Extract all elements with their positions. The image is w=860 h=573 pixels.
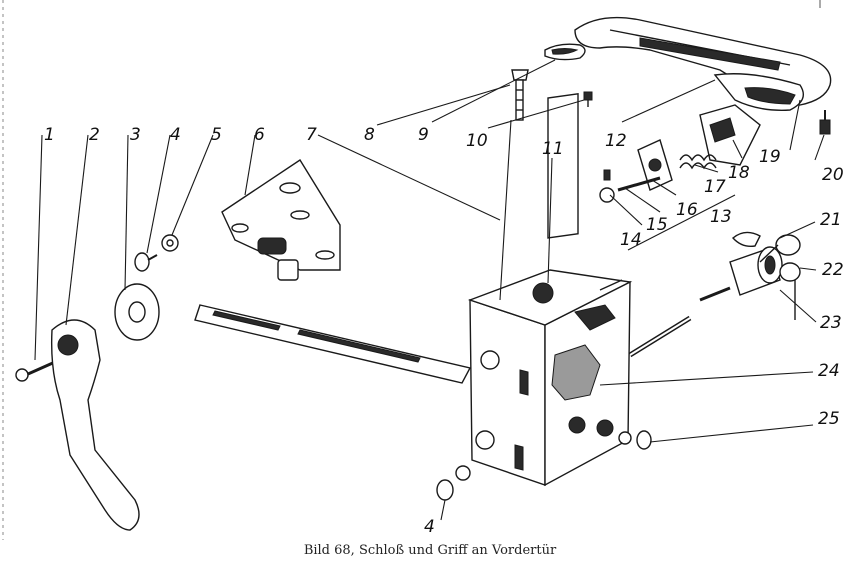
label-10: 10 bbox=[466, 131, 488, 151]
pushbutton-housing-18 bbox=[699, 104, 761, 166]
label-8: 8 bbox=[364, 125, 375, 145]
label-6: 6 bbox=[254, 125, 265, 145]
keys-21-22 bbox=[731, 231, 801, 320]
lock-cylinder-23 bbox=[699, 246, 783, 302]
label-4-bottom: 4 bbox=[424, 517, 435, 537]
label-9: 9 bbox=[418, 125, 429, 145]
label-24: 24 bbox=[818, 361, 840, 381]
label-3: 3 bbox=[130, 125, 141, 145]
leader-lines bbox=[34, 59, 825, 521]
label-20: 20 bbox=[822, 165, 844, 185]
label-5: 5 bbox=[211, 125, 222, 145]
screw-9 bbox=[511, 69, 529, 121]
label-1: 1 bbox=[44, 125, 55, 145]
washer-5 bbox=[161, 234, 179, 252]
regulator-bar bbox=[194, 304, 472, 384]
door-handle bbox=[574, 16, 832, 111]
label-14: 14 bbox=[620, 230, 642, 250]
screw-25 bbox=[618, 430, 652, 450]
label-12: 12 bbox=[605, 131, 627, 151]
diagram-canvas: 1 2 3 4 5 6 7 8 9 10 11 12 13 14 15 16 1… bbox=[2, 0, 844, 540]
label-23: 23 bbox=[820, 313, 842, 333]
label-11: 11 bbox=[542, 139, 564, 159]
screw-10 bbox=[583, 91, 593, 107]
label-2: 2 bbox=[89, 125, 100, 145]
rosette-3 bbox=[114, 283, 160, 341]
screw-14 bbox=[599, 169, 615, 203]
shaft-23 bbox=[628, 315, 692, 358]
screw-4-bottom bbox=[436, 465, 471, 501]
lock-body bbox=[467, 92, 633, 487]
label-15: 15 bbox=[646, 215, 668, 235]
label-21: 21 bbox=[820, 210, 842, 230]
screw-4-top bbox=[134, 252, 158, 272]
label-18: 18 bbox=[728, 163, 750, 183]
label-13: 13 bbox=[710, 207, 732, 227]
label-17: 17 bbox=[704, 177, 726, 197]
label-7: 7 bbox=[306, 125, 317, 145]
escutcheon-plate bbox=[544, 43, 586, 61]
mounting-plate-6 bbox=[221, 159, 341, 281]
screw-20 bbox=[819, 110, 831, 135]
label-16: 16 bbox=[676, 200, 698, 220]
label-19: 19 bbox=[759, 147, 781, 167]
window-crank-2 bbox=[51, 319, 140, 531]
rod-7 bbox=[499, 119, 512, 301]
figure-caption: Bild 68, Schloß und Griff an Vordertür bbox=[303, 543, 557, 558]
label-22: 22 bbox=[822, 260, 844, 280]
screw-1 bbox=[15, 360, 56, 382]
plate-16 bbox=[637, 139, 673, 191]
label-25: 25 bbox=[818, 409, 840, 429]
spring-17 bbox=[679, 154, 717, 170]
label-4-top: 4 bbox=[170, 125, 181, 145]
part-labels: 1 2 3 4 5 6 7 8 9 10 11 12 13 14 15 16 1… bbox=[44, 125, 844, 537]
